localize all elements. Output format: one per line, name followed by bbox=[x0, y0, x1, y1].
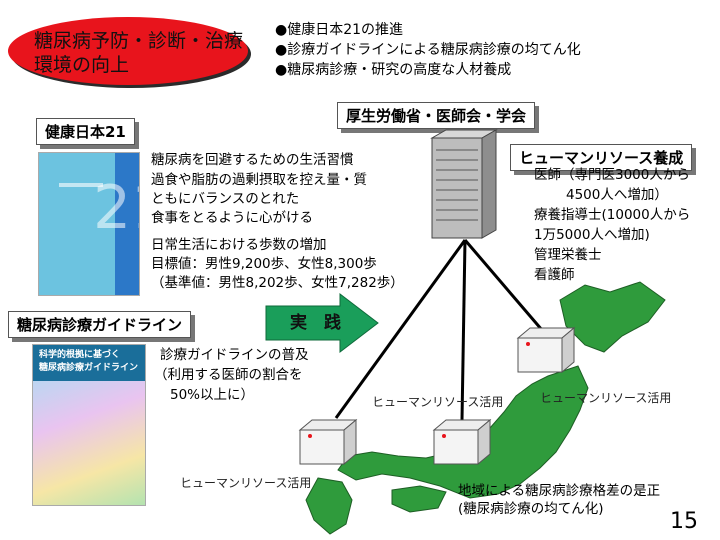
guideline-text: （利用する医師の割合を bbox=[154, 367, 303, 383]
page-number: 15 bbox=[670, 509, 698, 534]
title-oval bbox=[8, 17, 248, 85]
hr-use-label: ヒューマンリソース活用 bbox=[540, 391, 672, 405]
kenko21-label: 健康日本21 bbox=[36, 118, 135, 145]
ministry-label: 厚生労働省・医師会・学会 bbox=[337, 102, 536, 129]
lifestyle-line: ともにバランスのとれた bbox=[151, 191, 300, 207]
regional-gap-text: (糖尿病診療の均てん化) bbox=[458, 501, 604, 517]
hr-node-icon bbox=[516, 326, 576, 374]
guideline-book-title: 科学的根拠に基づく 糖尿病診療ガイドライン bbox=[39, 350, 139, 373]
hr-line: 医師（専門医3000人から bbox=[534, 167, 690, 183]
hr-node-icon bbox=[432, 418, 492, 466]
bullet-item: ●糖尿病診療・研究の高度な人材養成 bbox=[275, 62, 512, 78]
network-lines bbox=[334, 239, 544, 421]
steps-heading: 日常生活における歩数の増加 bbox=[151, 237, 327, 253]
practice-arrow bbox=[265, 292, 379, 354]
lifestyle-line: 過食や脂肪の過剰摂取を控え量・質 bbox=[151, 172, 367, 188]
steps-target: 目標値：男性9,200歩、女性8,300歩 bbox=[151, 256, 377, 272]
bullet-item: ●診療ガイドラインによる糖尿病診療の均てん化 bbox=[275, 42, 581, 58]
regional-gap-text: 地域による糖尿病診療格差の是正 bbox=[458, 483, 661, 499]
japan-map bbox=[305, 281, 666, 535]
hr-line: 管理栄養士 bbox=[534, 247, 602, 263]
bullet-item: ●健康日本21の推進 bbox=[275, 22, 404, 38]
hr-line: 1万5000人へ増加) bbox=[534, 227, 650, 243]
hr-use-label: ヒューマンリソース活用 bbox=[372, 395, 504, 409]
hr-node-icon bbox=[298, 418, 358, 466]
guideline-book-image: 科学的根拠に基づく 糖尿病診療ガイドライン bbox=[32, 344, 146, 506]
guideline-label: 糖尿病診療ガイドライン bbox=[8, 311, 192, 338]
hr-line: 4500人へ増加） bbox=[566, 187, 668, 203]
lifestyle-line: 食事をとるように心がける bbox=[151, 210, 313, 226]
guideline-text: 診療ガイドラインの普及 bbox=[160, 347, 309, 363]
hr-line: 看護師 bbox=[534, 267, 575, 283]
hr-training-label: ヒューマンリソース養成 bbox=[510, 144, 693, 171]
steps-baseline: （基準値：男性8,202歩、女性7,282歩） bbox=[151, 275, 404, 291]
hr-use-label: ヒューマンリソース活用 bbox=[180, 476, 312, 490]
building-icon bbox=[430, 129, 498, 239]
slide-title: 糖尿病予防・診断・治療 環境の向上 bbox=[34, 30, 244, 76]
goal-bullets: ●健康日本21の推進 ●診療ガイドラインによる糖尿病診療の均てん化 ●糖尿病診療… bbox=[275, 20, 581, 80]
hr-line: 療養指導士(10000人から bbox=[534, 207, 691, 223]
lifestyle-heading: 糖尿病を回避するための生活習慣 bbox=[151, 152, 354, 168]
practice-label: 実 践 bbox=[290, 313, 341, 333]
kenko21-book-image: 21 bbox=[38, 152, 140, 296]
guideline-text: 50%以上に） bbox=[170, 387, 255, 403]
